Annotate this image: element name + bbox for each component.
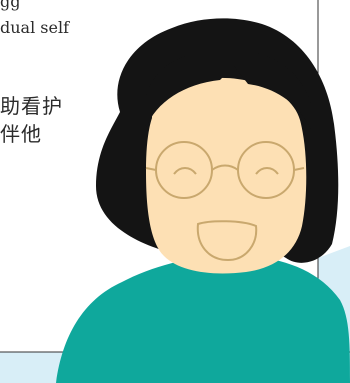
face-shape xyxy=(146,77,307,274)
mouth xyxy=(196,220,258,262)
glasses-left-arm xyxy=(145,167,157,171)
glasses-bridge xyxy=(211,164,239,171)
excerpt-line-1: gg xyxy=(0,0,21,11)
excerpt-line-2: dual self xyxy=(0,18,70,37)
excerpt-line-4: 伴他 xyxy=(0,122,42,146)
right-eye xyxy=(255,167,279,175)
left-eye xyxy=(173,167,197,175)
bangs-shape xyxy=(144,49,314,132)
excerpt-line-3: 助看护 xyxy=(0,94,63,118)
glasses-right-arm xyxy=(293,167,305,171)
shirt-shape xyxy=(56,255,350,383)
